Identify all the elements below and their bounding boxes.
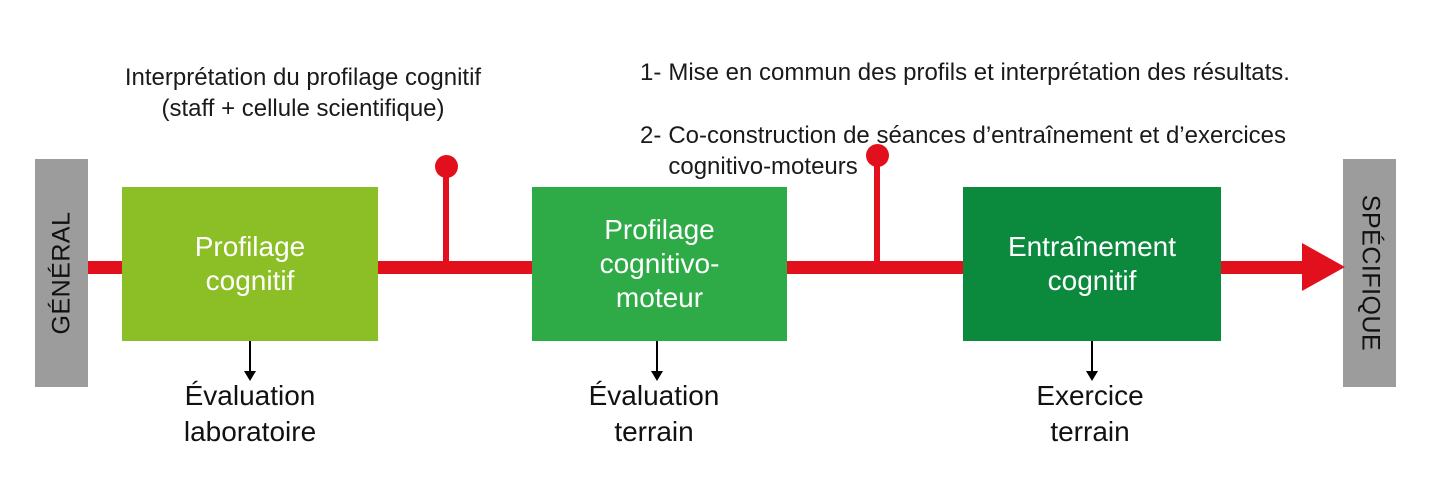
down-arrow-line-2 (656, 341, 658, 373)
caption-evaluation-laboratoire: Évaluation laboratoire (183, 380, 317, 447)
connector-dot-2-icon (866, 144, 889, 167)
endcap-general: GÉNÉRAL (35, 159, 88, 387)
down-arrow-head-1-icon (244, 371, 256, 381)
endcap-general-label: GÉNÉRAL (47, 211, 75, 335)
flow-arrow-head-icon (1302, 243, 1345, 291)
process-box-entrainement-cognitif: Entraînement cognitif (963, 187, 1221, 341)
annotation-right-item-1-text: Mise en commun des profils et interpréta… (668, 59, 1290, 87)
down-arrow-line-3 (1091, 341, 1093, 373)
annotation-left-interpretation: Interprétation du profilage cognitif (st… (124, 64, 482, 123)
annotation-right-item-2-number: 2- (640, 121, 662, 149)
caption-exercice-terrain: Exercice terrain (1036, 380, 1144, 447)
endcap-specifique: SPÉCIFIQUE (1343, 159, 1396, 387)
connector-dot-1-icon (435, 155, 458, 178)
annotation-right-item-2: 2- Co-construction de séances d’entraîne… (640, 120, 1380, 182)
caption-evaluation-terrain: Évaluation terrain (588, 380, 720, 447)
annotation-right-item-1: 1- Mise en commun des profils et interpr… (640, 57, 1380, 88)
annotation-right-item-2-text: Co-construction de séances d’entraînemen… (668, 121, 1287, 180)
process-box-profilage-cognitif: Profilage cognitif (122, 187, 378, 341)
endcap-specifique-label: SPÉCIFIQUE (1356, 194, 1384, 352)
down-arrow-head-2-icon (651, 371, 663, 381)
connector-stem-2 (874, 155, 880, 267)
down-arrow-line-1 (249, 341, 251, 373)
annotation-right-item-1-number: 1- (640, 59, 662, 87)
process-box-profilage-cognitivo-moteur: Profilage cognitivo- moteur (532, 187, 787, 341)
down-arrow-head-3-icon (1086, 371, 1098, 381)
annotation-right-list: 1- Mise en commun des profils et interpr… (640, 26, 1380, 213)
connector-stem-1 (443, 166, 449, 267)
